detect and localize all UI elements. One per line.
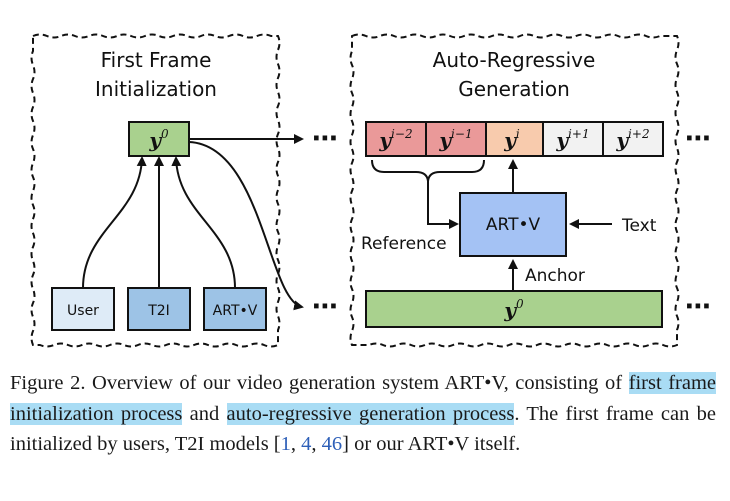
frame-label-i-plus-1: yi+1 — [555, 127, 589, 152]
caption-sep-2: , — [311, 433, 322, 455]
caption-sep-1: , — [290, 433, 302, 455]
anchor-frame-box — [365, 290, 663, 328]
system-overview-diagram: First Frame Initialization y0 User T2I A… — [30, 33, 711, 348]
user-source-box — [51, 287, 115, 331]
artv-model-label: ART•V — [486, 215, 541, 235]
frame-box-i-minus-2 — [365, 121, 427, 157]
left-panel-border — [30, 33, 281, 348]
left-upper-ellipsis: ⋯ — [312, 124, 338, 154]
reference-brace — [371, 159, 485, 182]
figure-caption: Figure 2. Overview of our video generati… — [10, 368, 717, 460]
artv-to-initial-arrow — [171, 156, 236, 289]
initial-frame-label: y0 — [148, 127, 169, 152]
right-panel-title-line2: Generation — [458, 77, 570, 101]
caption-suffix: ] or our ART•V itself. — [342, 433, 521, 455]
left-lower-ellipsis: ⋯ — [312, 292, 338, 322]
frame-label-i-minus-2: yi−2 — [378, 127, 412, 152]
user-source-label: User — [67, 303, 99, 319]
caption-after: . The first frame can be initialized by … — [10, 402, 716, 456]
frame-label-i-plus-2: yi+2 — [615, 127, 649, 152]
right-upper-ellipsis: ⋯ — [685, 124, 711, 154]
caption-prefix: Figure 2. Overview of our video generati… — [10, 372, 629, 394]
citation-link-1[interactable]: 1 — [280, 433, 291, 455]
left-panel-title-line2: Initialization — [95, 77, 217, 101]
anchor-label: Anchor — [525, 266, 585, 286]
user-to-initial-arrow — [82, 156, 147, 289]
text-input-label: Text — [621, 216, 657, 236]
right-panel-title-line1: Auto-Regressive — [433, 48, 596, 72]
artv-source-label: ART•V — [213, 303, 258, 319]
artv-source-box — [203, 287, 267, 331]
caption-middle: and — [182, 402, 227, 425]
initial-to-anchor-arrow — [188, 141, 304, 311]
reference-label: Reference — [361, 234, 447, 254]
reference-to-model-arrow — [427, 181, 459, 229]
caption-highlight-auto-regressive: auto-regressive generation process — [226, 402, 515, 425]
citation-link-4[interactable]: 4 — [301, 433, 312, 455]
frame-label-i-minus-1: yi−1 — [438, 127, 472, 152]
left-panel-title-line1: First Frame — [101, 48, 212, 72]
citation-link-46[interactable]: 46 — [321, 433, 343, 455]
right-lower-ellipsis: ⋯ — [685, 292, 711, 322]
frame-label-i: yi — [503, 127, 520, 152]
frame-box-i-plus-2 — [602, 121, 664, 157]
right-panel-border — [349, 33, 680, 348]
t2i-source-label: T2I — [147, 303, 170, 319]
t2i-source-box — [127, 287, 191, 331]
anchor-frame-label: y0 — [503, 297, 524, 322]
